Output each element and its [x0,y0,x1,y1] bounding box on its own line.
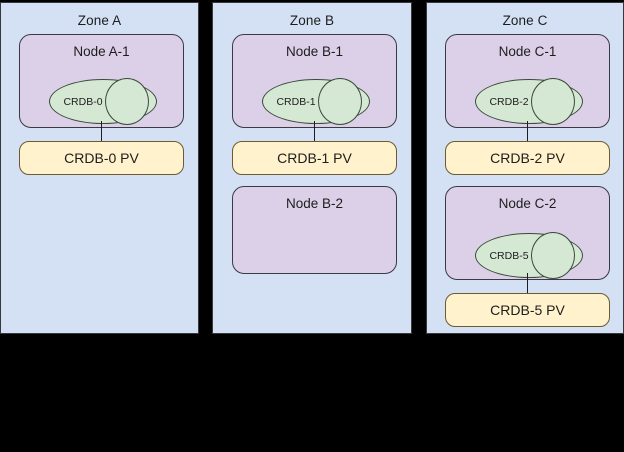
node-title-c-2: Node C-2 [498,196,557,211]
node-title-c-1: Node C-1 [498,44,557,59]
volume-label-crdb-5-pv: CRDB-5 PV [490,302,565,318]
zone-panel-a[interactable]: Zone A Node A-1 CRDB-0 CRDB-0 PV [0,2,199,334]
connector-crdb-2-to-pv [527,121,528,142]
connector-crdb-1-to-pv [314,121,315,142]
cylinder-cap [318,78,362,125]
volume-label-crdb-1-pv: CRDB-1 PV [277,150,352,166]
database-cylinder-crdb-2[interactable]: CRDB-2 [475,78,583,125]
volume-box-crdb-5-pv[interactable]: CRDB-5 PV [445,293,610,327]
volume-box-crdb-2-pv[interactable]: CRDB-2 PV [445,141,610,175]
volume-box-crdb-1-pv[interactable]: CRDB-1 PV [232,141,397,175]
node-title-a-1: Node A-1 [73,44,130,59]
database-cylinder-crdb-5[interactable]: CRDB-5 [475,232,583,279]
cylinder-cap [105,78,149,125]
zone-panel-c[interactable]: Zone C Node C-1 CRDB-2 CRDB-2 PV Node C-… [426,2,624,334]
node-title-b-1: Node B-1 [285,44,344,59]
database-cylinder-crdb-1[interactable]: CRDB-1 [262,78,370,125]
node-box-b-1[interactable]: Node B-1 CRDB-1 [232,34,397,128]
zone-title-c: Zone C [502,13,548,28]
cylinder-cap [531,232,575,279]
zone-title-a: Zone A [77,13,122,28]
cylinder-cap [531,78,575,125]
database-label-crdb-0: CRDB-0 [63,95,103,108]
node-title-b-2: Node B-2 [285,196,344,211]
database-cylinder-crdb-0[interactable]: CRDB-0 [49,78,157,125]
database-label-crdb-5: CRDB-5 [489,249,529,262]
node-box-c-2[interactable]: Node C-2 CRDB-5 [445,186,610,280]
node-box-c-1[interactable]: Node C-1 CRDB-2 [445,34,610,128]
database-label-crdb-2: CRDB-2 [489,95,529,108]
volume-box-crdb-0-pv[interactable]: CRDB-0 PV [19,141,184,175]
node-box-b-2[interactable]: Node B-2 [232,186,397,274]
connector-crdb-5-to-pv [527,273,528,294]
volume-label-crdb-2-pv: CRDB-2 PV [490,150,565,166]
volume-label-crdb-0-pv: CRDB-0 PV [64,150,139,166]
database-label-crdb-1: CRDB-1 [276,95,316,108]
node-box-a-1[interactable]: Node A-1 CRDB-0 [19,34,184,128]
zone-panel-b[interactable]: Zone B Node B-1 CRDB-1 CRDB-1 PV Node B-… [212,2,412,334]
connector-crdb-0-to-pv [101,121,102,142]
zone-title-b: Zone B [289,13,335,28]
